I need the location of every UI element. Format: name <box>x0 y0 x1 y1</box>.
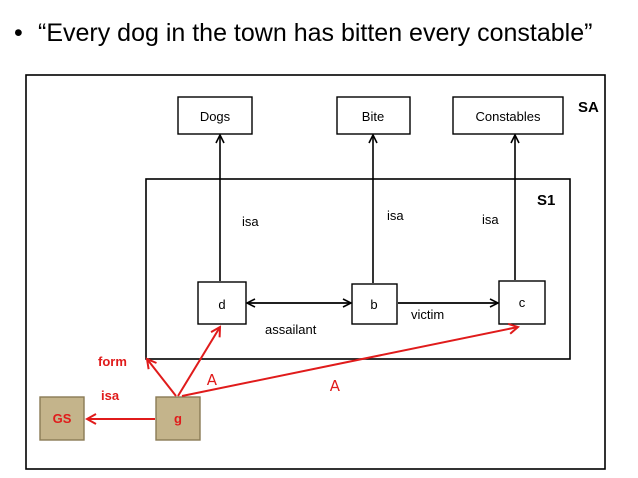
space-s1-label: S1 <box>537 192 555 209</box>
space-sa-frame <box>25 74 606 470</box>
forall-arrow-g-d <box>177 327 220 397</box>
isa-label-g: isa <box>101 388 120 403</box>
node-constables-label: Constables <box>475 109 541 124</box>
node-dogs: Dogs <box>177 96 253 135</box>
space-sa-label: SA <box>578 99 599 116</box>
node-c: c <box>498 280 546 325</box>
node-c-label: c <box>519 295 526 310</box>
node-dogs-label: Dogs <box>200 109 231 124</box>
node-g-label: g <box>174 411 182 426</box>
isa-label-b: isa <box>387 208 404 223</box>
slide-title: “Every dog in the town has bitten every … <box>38 19 592 47</box>
node-gs: GS <box>39 396 85 441</box>
node-d-label: d <box>218 297 225 312</box>
node-b: b <box>351 283 398 325</box>
forall-label-1: ∀ <box>206 370 217 387</box>
node-d: d <box>197 281 247 325</box>
forall-arrow-g-c <box>181 327 518 397</box>
title-bullet: • <box>14 19 23 47</box>
node-b-label: b <box>370 297 377 312</box>
space-s1-frame <box>145 178 571 360</box>
isa-label-d: isa <box>242 214 259 229</box>
node-bite: Bite <box>336 96 411 135</box>
node-bite-label: Bite <box>362 109 384 124</box>
victim-label: victim <box>411 307 444 322</box>
form-label: form <box>98 354 127 369</box>
form-arrow <box>147 359 177 397</box>
isa-label-c: isa <box>482 212 499 227</box>
forall-label-2: ∀ <box>329 376 340 393</box>
node-gs-label: GS <box>53 411 72 426</box>
node-constables: Constables <box>452 96 564 135</box>
assailant-label: assailant <box>265 322 317 337</box>
node-g: g <box>155 396 201 441</box>
